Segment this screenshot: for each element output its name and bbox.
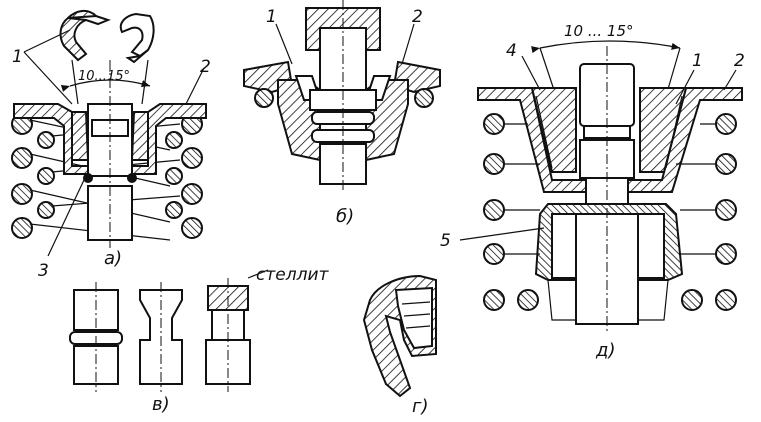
half-cone-bore-g xyxy=(394,286,433,350)
caption-d: д) xyxy=(595,340,615,361)
spring-coil-right-b xyxy=(414,88,434,108)
label-d-top-left: 4 xyxy=(506,41,517,61)
label-a-right: 2 xyxy=(200,57,211,77)
view-a: 10...15° 1 2 3 а) xyxy=(11,10,211,281)
cone-left-d xyxy=(530,87,577,173)
caption-v: в) xyxy=(152,394,170,415)
caption-a: а) xyxy=(104,248,122,269)
view-v: стеллит в) xyxy=(69,265,329,415)
angle-label-d: 10 ... 15° xyxy=(564,22,634,40)
angle-arc-a xyxy=(60,79,151,92)
label-d-top-right: 2 xyxy=(734,51,745,71)
retaining-ring-left-a xyxy=(83,173,93,183)
spring-plate-d xyxy=(477,87,743,193)
caption-g: г) xyxy=(412,396,428,417)
label-a-left: 1 xyxy=(12,47,23,67)
label-d-top-mid: 1 xyxy=(692,51,703,71)
angle-label-a: 10...15° xyxy=(78,69,130,84)
label-a-bottom: 3 xyxy=(38,261,49,281)
spring-coil-left-b xyxy=(254,88,274,108)
cone-right-d xyxy=(639,87,688,173)
spring-coils-right-a xyxy=(165,113,203,239)
view-g: г) xyxy=(362,274,437,417)
label-d-left: 5 xyxy=(440,231,451,251)
retaining-ring-right-a xyxy=(127,173,137,183)
label-b-right: 2 xyxy=(412,7,423,27)
angle-arc-d xyxy=(531,40,681,54)
label-b-left: 1 xyxy=(266,7,277,27)
view-d: 10 ... 15° xyxy=(440,22,745,361)
spring-coils-d xyxy=(483,113,737,311)
split-cone-halves xyxy=(59,10,155,64)
material-label-v: стеллит xyxy=(256,265,329,285)
caption-b: б) xyxy=(336,206,354,227)
view-b: 1 2 б) xyxy=(243,0,441,227)
